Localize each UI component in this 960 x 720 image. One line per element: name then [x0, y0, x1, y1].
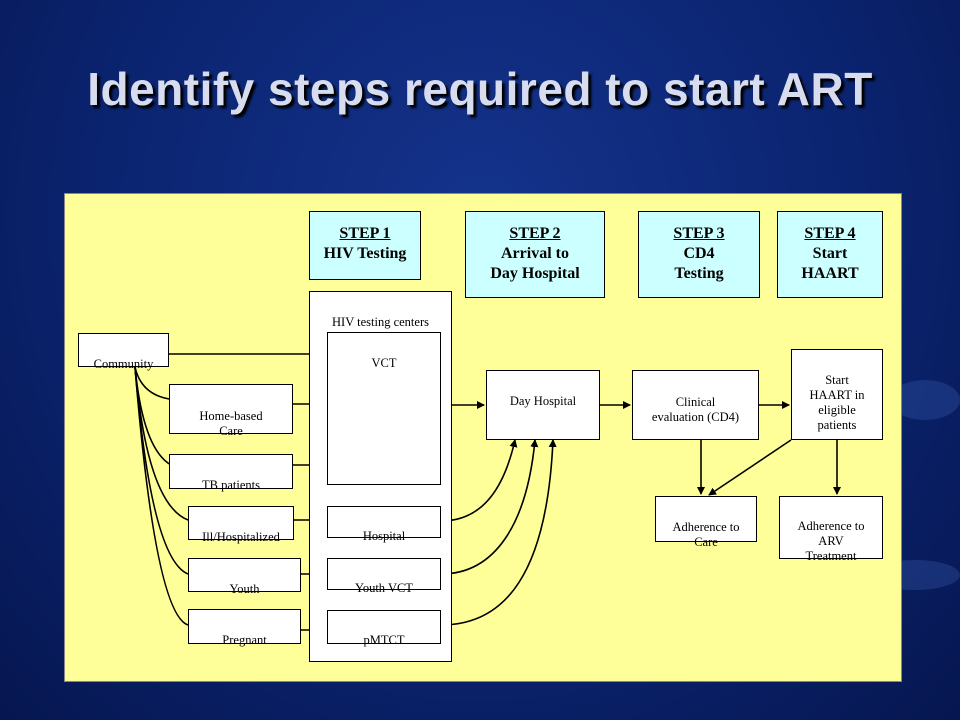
pregnant-box: Pregnant: [188, 609, 301, 647]
pmtct-box: pMTCT: [327, 610, 441, 647]
step-2-box: STEP 2 Arrival to Day Hospital: [465, 211, 605, 298]
step-3-label: CD4 Testing: [674, 245, 724, 282]
step-1-heading: STEP 1: [339, 225, 391, 242]
clinical-evaluation-label: Clinical evaluation (CD4): [651, 395, 740, 424]
pmtct-label: pMTCT: [363, 633, 405, 647]
slide-title: Identify steps required to start ART: [87, 63, 873, 115]
youth-label: Youth: [229, 582, 260, 596]
step-4-box: STEP 4 Start HAART: [777, 211, 883, 298]
step-4-heading: STEP 4: [804, 225, 856, 242]
community-label: Community: [93, 357, 154, 371]
step-3-box: STEP 3 CD4 Testing: [638, 211, 760, 298]
vct-box: VCT: [327, 332, 441, 485]
step-3-heading: STEP 3: [673, 225, 725, 242]
ill-hospitalized-label: Ill/Hospitalized: [202, 530, 280, 544]
youth-vct-box: Youth VCT: [327, 558, 441, 595]
day-hospital-box: Day Hospital: [486, 370, 600, 440]
start-haart-box: Start HAART in eligible patients: [791, 349, 883, 440]
clinical-evaluation-box: Clinical evaluation (CD4): [632, 370, 759, 440]
step-1-label: HIV Testing: [323, 245, 407, 262]
step-1-box: STEP 1 HIV Testing: [309, 211, 421, 280]
home-based-care-label: Home-based Care: [199, 409, 263, 438]
ill-hospitalized-box: Ill/Hospitalized: [188, 506, 294, 544]
youth-box: Youth: [188, 558, 301, 596]
day-hospital-label: Day Hospital: [509, 394, 577, 408]
curve-pmtct-to-day-hospital: [440, 439, 557, 626]
curve-youth-vct-to-day-hospital: [440, 439, 539, 575]
adherence-arv-label: Adherence to ARV Treatment: [797, 519, 865, 563]
curve-hospital-to-day-hospital: [440, 439, 518, 522]
tb-patients-box: TB patients: [169, 454, 293, 492]
pregnant-label: Pregnant: [222, 633, 267, 647]
youth-vct-label: Youth VCT: [355, 581, 413, 595]
home-based-care-box: Home-based Care: [169, 384, 293, 438]
adherence-care-label: Adherence to Care: [672, 520, 740, 549]
step-2-label: Arrival to Day Hospital: [490, 245, 580, 282]
hospital-label: Hospital: [362, 529, 406, 543]
adherence-care-box: Adherence to Care: [655, 496, 757, 549]
adherence-arv-box: Adherence to ARV Treatment: [779, 496, 883, 563]
tb-patients-label: TB patients: [202, 478, 260, 492]
start-haart-label: Start HAART in eligible patients: [809, 373, 865, 432]
step-4-label: Start HAART: [801, 245, 859, 282]
vct-label: VCT: [371, 356, 397, 370]
step-2-heading: STEP 2: [509, 225, 561, 242]
community-box: Community: [78, 333, 169, 371]
arrow-start-haart-to-adherence-care: [708, 439, 792, 496]
flowchart-canvas: STEP 1 HIV Testing STEP 2 Arrival to Day…: [64, 193, 902, 682]
hiv-testing-centers-title: HIV testing centers: [332, 315, 429, 329]
curve-community-to-pregnant: [134, 366, 189, 626]
hospital-box: Hospital: [327, 506, 441, 543]
